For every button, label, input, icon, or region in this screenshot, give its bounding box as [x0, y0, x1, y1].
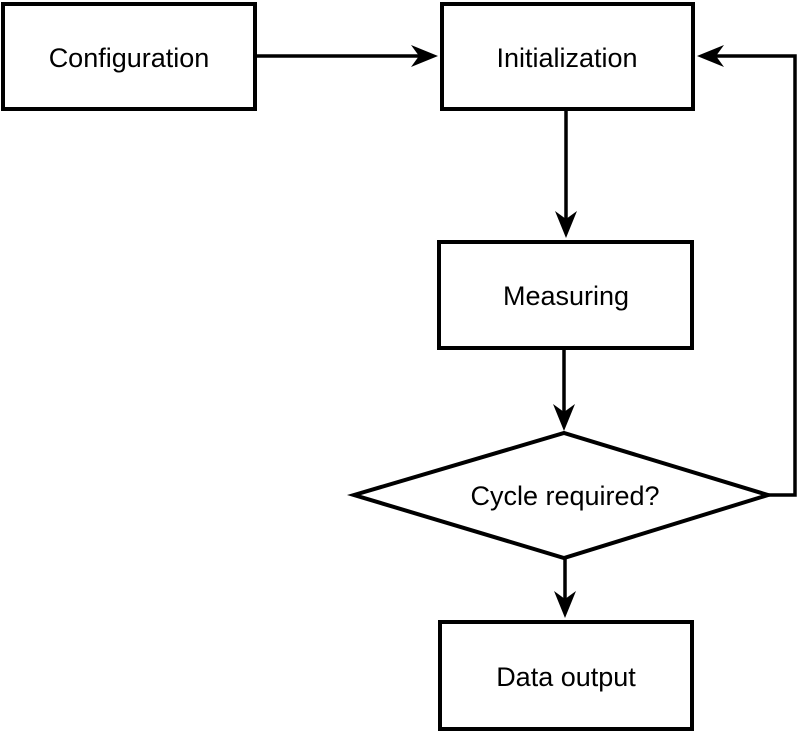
node-data-output-box: [438, 620, 694, 731]
edge-cycle-required-loop-to-initialization: [711, 54, 797, 497]
node-cycle-required-label: Cycle required?: [470, 481, 659, 511]
node-measuring-label: Measuring: [503, 281, 629, 311]
arrowhead-into-measuring: [555, 211, 577, 238]
arrowhead-into-data-output: [554, 591, 576, 618]
node-configuration-box: [1, 2, 257, 111]
arrowhead-into-initialization-right: [697, 45, 724, 67]
node-data-output-label: Data output: [496, 662, 636, 692]
node-cycle-required-diamond: [346, 430, 775, 561]
node-initialization-box: [440, 2, 695, 111]
node-measuring-box: [437, 240, 694, 350]
arrowhead-into-cycle-required: [553, 404, 575, 431]
node-configuration-label: Configuration: [49, 43, 210, 73]
node-initialization-label: Initialization: [496, 43, 637, 73]
arrowhead-into-initialization-left: [411, 45, 438, 67]
